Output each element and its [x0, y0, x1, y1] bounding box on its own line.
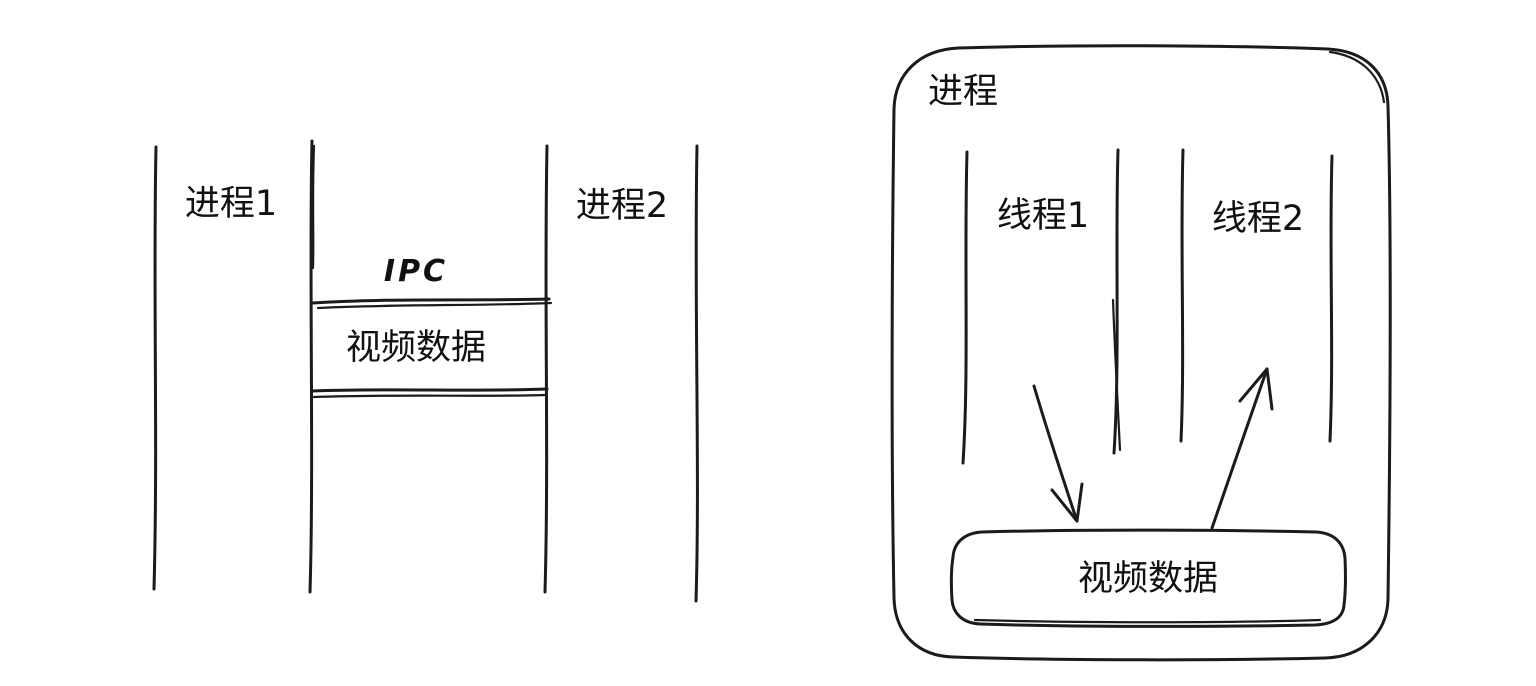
thread1-right-line: [1112, 148, 1120, 455]
arrow-thread1-to-data: [1032, 384, 1084, 523]
thread2-right-line: [1328, 154, 1334, 443]
process1-right-lifeline-overdraw: [311, 144, 316, 270]
ipc-channel-bottom-line: [310, 387, 549, 393]
process2-right-lifeline: [694, 144, 699, 603]
video-data-label-left: 视频数据: [346, 328, 486, 368]
ipc-channel-top-line-overdraw: [316, 301, 553, 310]
thread1-label: 线程1: [997, 196, 1089, 236]
thread1-right-line-overdraw: [1111, 298, 1122, 452]
process1-label: 进程1: [185, 184, 277, 224]
process-container-corner-overdraw: [1328, 50, 1386, 104]
thread-diagram: 进程 线程1 线程2: [890, 44, 1392, 662]
process2-left-lifeline: [543, 144, 549, 594]
video-data-box: [949, 528, 1347, 628]
thread2-label: 线程2: [1212, 199, 1304, 239]
arrow-data-to-thread2: [1210, 367, 1274, 530]
process1-right-lifeline: [308, 139, 314, 594]
thread2-left-line: [1179, 148, 1185, 443]
ipc-channel-bottom-line-overdraw: [312, 393, 547, 399]
process-container-box: [890, 44, 1392, 662]
process-label: 进程: [928, 72, 998, 112]
video-data-label-right: 视频数据: [1078, 559, 1218, 599]
ipc-channel-top-line: [310, 297, 551, 305]
process2-label: 进程2: [576, 186, 668, 226]
ipc-label: IPC: [384, 254, 448, 289]
video-data-box-overdraw: [973, 618, 1322, 624]
thread1-left-line: [961, 150, 969, 465]
ipc-diagram: 进程1 进程2 IPC 视频数据: [152, 139, 699, 603]
process1-left-lifeline: [152, 145, 158, 591]
